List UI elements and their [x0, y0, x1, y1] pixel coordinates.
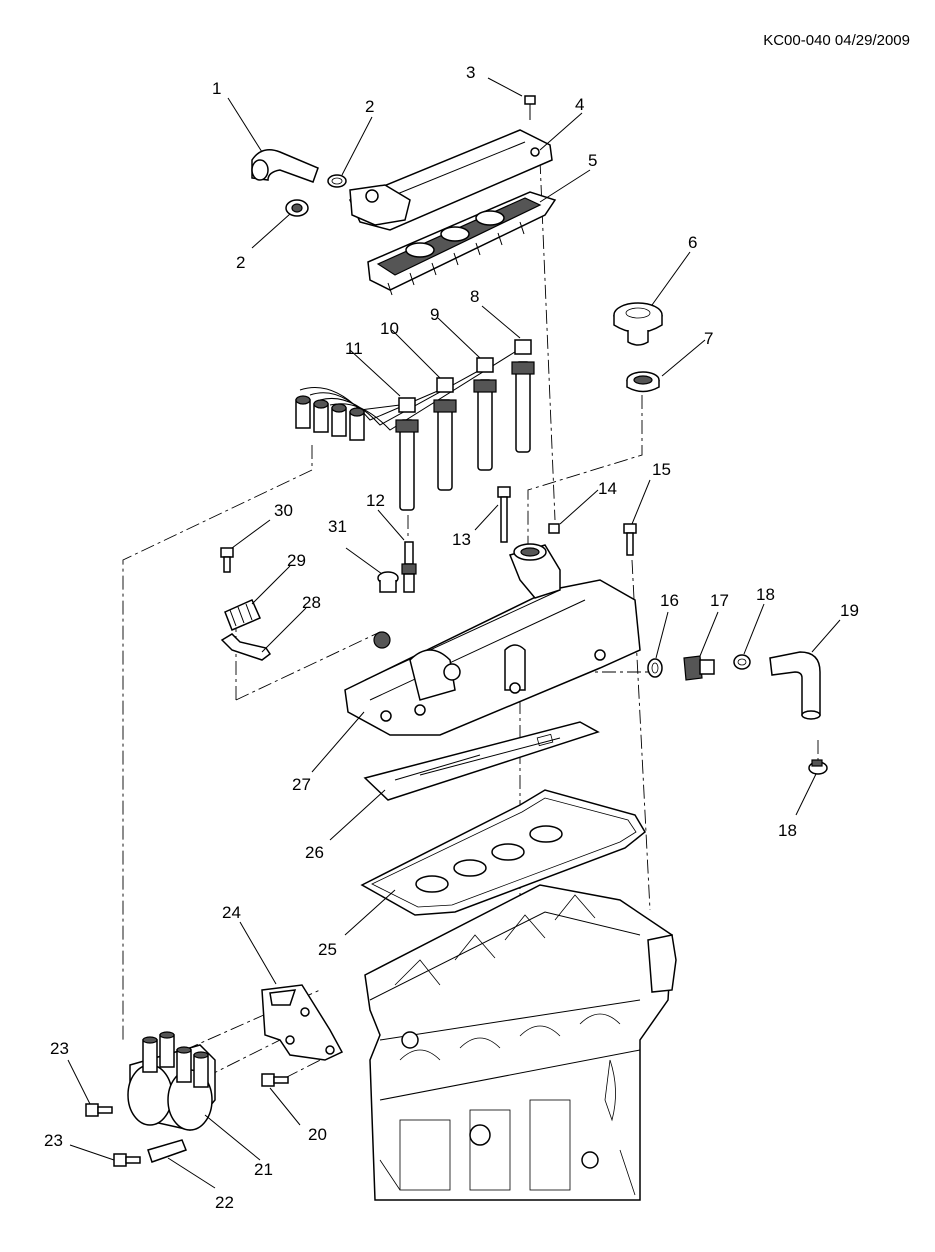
hose-clamp-18-lower [808, 759, 828, 775]
bracket-22 [147, 1139, 187, 1163]
bolt-30 [220, 547, 234, 573]
callout-19: 19 [840, 601, 859, 620]
callout-8: 8 [470, 287, 479, 306]
callout-2-lower: 2 [236, 253, 245, 272]
callout-6: 6 [688, 233, 697, 252]
callout-labels: 1 2 2 3 4 5 6 7 8 9 10 11 12 13 14 15 16… [44, 63, 859, 1212]
callout-13: 13 [452, 530, 471, 549]
pcv-valve-17 [683, 655, 715, 681]
ignition-cable-set [295, 349, 519, 441]
rocker-cover-gasket [367, 191, 557, 296]
callout-3: 3 [466, 63, 475, 82]
bolt-20 [261, 1073, 289, 1087]
callout-27: 27 [292, 775, 311, 794]
o-ring-16 [647, 658, 663, 678]
callout-4: 4 [575, 95, 584, 114]
ignition-module-bracket-24 [261, 984, 344, 1061]
callout-10: 10 [380, 319, 399, 338]
callout-30: 30 [274, 501, 293, 520]
callout-12: 12 [366, 491, 385, 510]
callout-11: 11 [345, 339, 363, 358]
hose-clamp-upper [327, 174, 347, 188]
grommet-31 [377, 571, 399, 593]
callout-2-upper: 2 [365, 97, 374, 116]
rocker-cover [348, 129, 553, 231]
wiring-connector-29 [224, 599, 261, 631]
callout-23-lower: 23 [44, 1131, 63, 1150]
ignition-coil-module-21 [127, 1031, 216, 1131]
cylinder-head-cover-gasket-25 [360, 789, 646, 916]
spark-plug-boot-4 [511, 339, 535, 453]
callout-29: 29 [287, 551, 306, 570]
bolt-13 [497, 486, 511, 543]
camshaft-cover [344, 543, 641, 736]
callout-22: 22 [215, 1193, 234, 1212]
callout-7: 7 [704, 329, 713, 348]
spark-plug-gasket-26 [363, 721, 600, 801]
wiring-bracket-28 [220, 633, 272, 661]
callout-9: 9 [430, 305, 439, 324]
callout-21: 21 [254, 1160, 273, 1179]
callout-24: 24 [222, 903, 241, 922]
callout-18-lower: 18 [778, 821, 797, 840]
callout-16: 16 [660, 591, 679, 610]
spark-plug-boot-2 [433, 377, 457, 491]
leader-lines [67, 77, 841, 1189]
callout-17: 17 [710, 591, 729, 610]
bolt-3 [524, 95, 536, 120]
oil-filler-cap [613, 302, 663, 346]
hose-clamp-lower [285, 199, 309, 217]
callout-25: 25 [318, 940, 337, 959]
pcv-hose-19 [769, 651, 821, 720]
document-code: KC00-040 04/29/2009 [763, 32, 910, 49]
spark-plug-boot-1 [395, 397, 419, 511]
spark-plug-boot-3 [473, 357, 497, 471]
spark-plug [401, 541, 417, 593]
filler-cap-seal [626, 371, 660, 393]
callout-1: 1 [212, 79, 221, 98]
nut-14 [548, 523, 560, 534]
callout-5: 5 [588, 151, 597, 170]
hose-clamp-18-upper [733, 654, 751, 670]
callout-14: 14 [598, 479, 617, 498]
callout-28: 28 [302, 593, 321, 612]
callout-31: 31 [328, 517, 347, 536]
bolt-15 [623, 523, 637, 556]
callout-23-upper: 23 [50, 1039, 69, 1058]
cylinder-head-and-block [364, 884, 677, 1201]
callout-20: 20 [308, 1125, 327, 1144]
callout-26: 26 [305, 843, 324, 862]
callout-18-upper: 18 [756, 585, 775, 604]
bolt-23-upper [85, 1103, 113, 1117]
breather-hose [251, 149, 319, 183]
bolt-23-lower [113, 1153, 141, 1167]
callout-15: 15 [652, 460, 671, 479]
